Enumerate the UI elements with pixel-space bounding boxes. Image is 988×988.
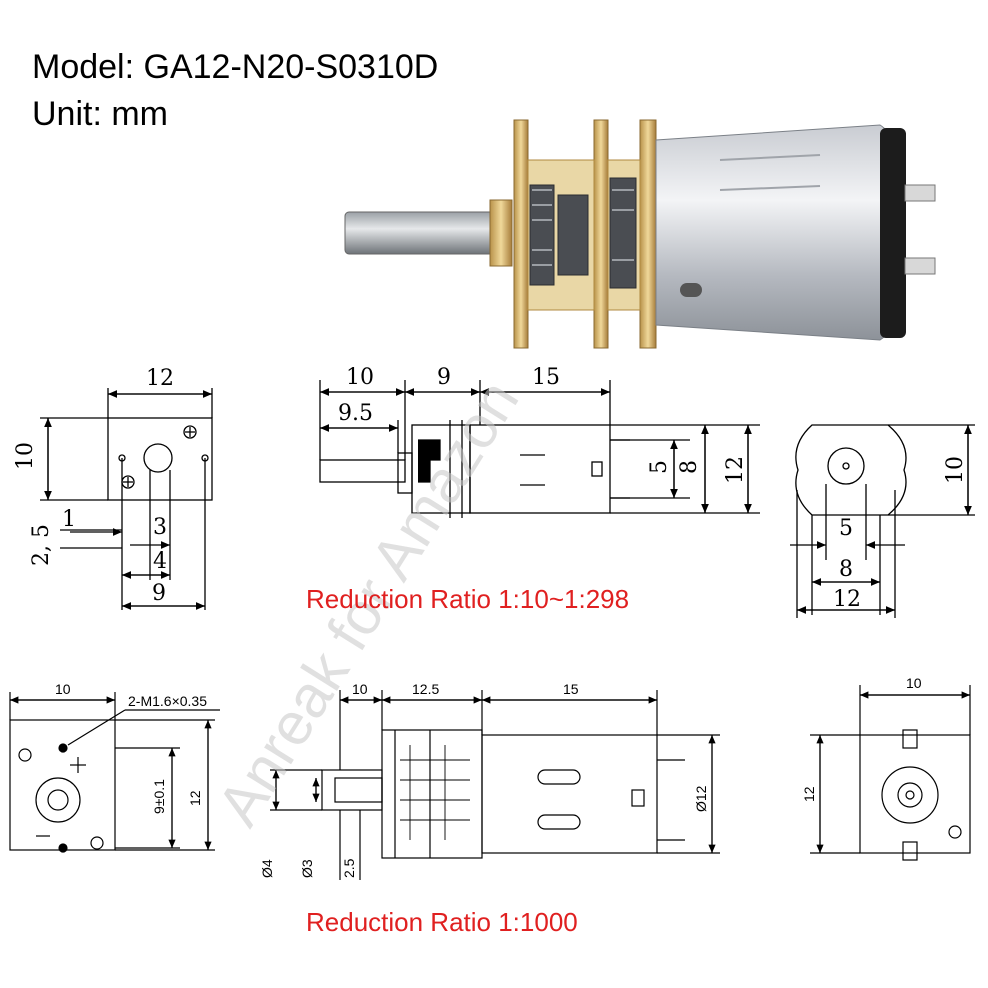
dim-b-thread-spec: 2-M1.6×0.35	[128, 693, 207, 709]
drawing-a-front-dims: 12 10 2, 5 1 3 4 9	[13, 366, 174, 606]
dim-a-front-one: 1	[62, 507, 76, 532]
dim-b-side-ten: 10	[352, 681, 368, 697]
dim-b-side-dia-three: Ø3	[299, 859, 315, 878]
reduction-ratio-b: Reduction Ratio 1:1000	[306, 907, 578, 937]
drawing-a-rear-view	[790, 424, 975, 618]
dim-a-front-four: 4	[153, 549, 167, 574]
dim-b-rear-ten: 10	[906, 675, 922, 691]
dim-a-rear-eight: 8	[839, 557, 853, 582]
dim-b-front-twelve: 12	[187, 790, 203, 806]
dim-b-side-dia-twelve: Ø12	[693, 785, 709, 812]
dim-a-rear-five: 5	[839, 516, 853, 541]
dim-a-front-offset: 2, 5	[29, 524, 54, 566]
dim-a-rear-twelve: 12	[833, 587, 861, 612]
drawing-b-side-dims: 10 12.5 15 Ø4 Ø3 2.5 Ø12	[259, 681, 709, 878]
model-label: Model: GA12-N20-S0310D	[32, 48, 439, 86]
dim-b-side-fifteen: 15	[563, 681, 579, 697]
dim-a-side-eight: 8	[677, 460, 702, 474]
dim-b-front-ten: 10	[55, 681, 71, 697]
dim-a-front-width: 12	[146, 366, 174, 391]
dim-a-side-nine-five: 9.5	[338, 401, 373, 426]
dim-b-rear-twelve: 12	[801, 786, 817, 802]
dim-a-side-five: 5	[647, 460, 672, 474]
dim-a-front-height: 10	[13, 442, 38, 470]
drawing-b-rear-dims: 10 12	[801, 675, 922, 802]
dim-b-side-twelve-five: 12.5	[412, 681, 439, 697]
drawing-b-side-view	[270, 690, 720, 880]
dim-a-side-ten: 10	[346, 365, 374, 390]
motor-photo	[344, 119, 936, 349]
dim-a-rear-ten: 10	[943, 456, 968, 484]
drawing-b-front-dims: 10 2-M1.6×0.35 9±0.1 12	[55, 681, 207, 814]
dim-b-side-two-five: 2.5	[341, 858, 357, 878]
dim-a-side-twelve: 12	[723, 456, 748, 484]
dim-b-front-pitch: 9±0.1	[151, 779, 167, 814]
drawing-a-front-view	[40, 388, 213, 610]
dim-a-front-three: 3	[153, 515, 167, 540]
drawing-b-front-view	[9, 692, 220, 853]
drawing-a-side-view	[319, 380, 760, 518]
dim-a-side-fifteen: 15	[532, 365, 560, 390]
unit-label: Unit: mm	[32, 95, 168, 133]
drawing-b-rear-view	[810, 685, 971, 861]
dim-a-side-nine: 9	[437, 365, 451, 390]
dim-a-front-nine: 9	[152, 581, 166, 606]
drawing-a-rear-dims: 10 5 8 12	[833, 456, 968, 612]
dim-b-side-dia-four: Ø4	[259, 859, 275, 878]
reduction-ratio-a: Reduction Ratio 1:10~1:298	[306, 584, 630, 614]
drawing-a-side-dims: 10 9.5 9 15 5 8 12	[338, 365, 748, 484]
